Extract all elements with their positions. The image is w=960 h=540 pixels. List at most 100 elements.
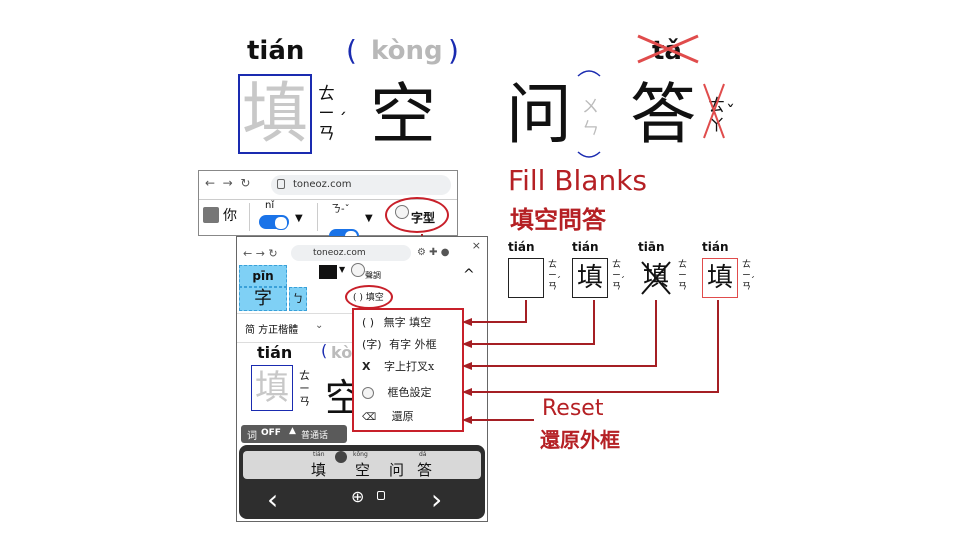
sample-3-tone: ˊ — [750, 276, 755, 287]
shengdiao-label: 聲調 — [365, 271, 381, 280]
sample-0-bopo: ㄊ ㄧ ㄢ — [548, 260, 558, 292]
popup-paren: ( — [321, 341, 328, 360]
hero-char-tian: 填 — [242, 75, 308, 152]
chevron-up-icon[interactable]: ^ — [463, 267, 475, 283]
strip-char-3[interactable]: 答 — [417, 461, 433, 479]
hero-bopo-da-tone: ˇ — [726, 102, 735, 123]
popup-nav-icon[interactable]: ← → ↻ — [243, 247, 278, 260]
edit-icon[interactable] — [335, 451, 347, 463]
reader-control-bar: tián kōng dá 填 空 问 答 ‹ ⊕ › — [239, 445, 485, 519]
tiankong-button[interactable]: ( ) 填空 — [353, 293, 384, 303]
sample-2-box: 填 — [638, 258, 674, 298]
sample-1-tone: ˊ — [620, 276, 625, 287]
popup-url-bar[interactable]: toneoz.com — [291, 245, 411, 261]
popup-palette-icon[interactable] — [351, 263, 365, 277]
font-select[interactable]: 简 方正楷體 — [245, 325, 299, 336]
crossed-pinyin-icon — [637, 34, 699, 64]
ci-label: 词 — [247, 431, 257, 442]
reset-icon: ⌫ — [362, 412, 377, 423]
strip-py-0: tián — [313, 451, 325, 458]
strip-char-2[interactable]: 问 — [389, 461, 405, 479]
bopo-parentheses-icon — [577, 70, 601, 158]
sample-2-py: tiān — [638, 240, 665, 254]
sample-1-box: 填 — [572, 258, 608, 298]
url-text: toneoz.com — [293, 179, 352, 190]
blank-paren-icon: ( ) — [362, 316, 375, 329]
extension-popup: × ← → ↻ toneoz.com ⚙ ✚ ● pīn 字 ㄅ ▼ 聲調 ^ … — [236, 236, 488, 522]
sample-1-bopo: ㄊ ㄧ ㄢ — [612, 260, 622, 292]
strip-py-1: kōng — [353, 451, 368, 458]
sample-0-tone: ˊ — [556, 276, 561, 287]
palette-icon[interactable] — [395, 205, 409, 219]
next-icon[interactable]: › — [431, 483, 443, 516]
strip-py-3: dá — [419, 451, 427, 458]
fill-samples: tián ㄊ ㄧ ㄢ ˊ tián 填 ㄊ ㄧ ㄢ ˊ tiān 填 ㄊ ㄧ ㄢ… — [508, 240, 768, 302]
strip-char-0[interactable]: 填 — [311, 461, 327, 479]
popup-tian-py: tián — [257, 343, 293, 362]
hero-paren-close: ) — [448, 34, 459, 67]
bopo-dropdown-icon[interactable]: ▼ — [365, 213, 373, 224]
reset-subtitle: 還原外框 — [540, 428, 620, 452]
hero-char-da: 答 — [630, 76, 696, 153]
ci-toggle-bar[interactable]: 词 OFF ▲ 普通话 — [241, 425, 347, 443]
pin-label: pīn — [252, 269, 274, 283]
sample-0-py: tián — [508, 240, 535, 254]
sample-3-bopo: ㄊ ㄧ ㄢ — [742, 260, 752, 292]
browser-toolbar-small: ← → ↻ toneoz.com 你 nǐ ▼ ㄋ-ˇ ▼ 字型 — [198, 170, 458, 244]
menu-item-cross[interactable]: X 字上打叉x — [362, 360, 435, 373]
url-bar[interactable]: toneoz.com — [271, 175, 451, 195]
swatch-dropdown-icon[interactable]: ▼ — [339, 265, 346, 274]
sample-2-bopo: ㄊ ㄧ ㄢ — [678, 260, 688, 292]
hero-char-box: 填 — [238, 74, 312, 154]
lock-icon — [277, 179, 285, 189]
pinyin-toggle[interactable] — [259, 215, 289, 230]
reset-title: Reset — [542, 396, 604, 421]
bopo-label: ㄋ-ˇ — [331, 204, 350, 215]
zixing-highlight — [385, 197, 449, 233]
popup-extension-icons[interactable]: ⚙ ✚ ● — [417, 247, 450, 258]
off-label: OFF — [261, 428, 281, 438]
pinyin-dropdown-icon[interactable]: ▼ — [295, 213, 303, 224]
hero-bopo-wen: ㄨ ㄣ — [582, 97, 599, 139]
char-highlight[interactable]: 字 — [239, 287, 287, 311]
you-char: 你 — [223, 208, 237, 224]
prev-icon[interactable]: ‹ — [267, 483, 279, 516]
pinyin-highlight[interactable]: pīn — [239, 265, 287, 287]
fill-blanks-subtitle: 填空問答 — [510, 205, 606, 234]
zoom-icon[interactable]: ⊕ — [351, 487, 365, 506]
sample-3-box: 填 — [702, 258, 738, 298]
menu-item-outline[interactable]: (字) 有字 外框 — [362, 338, 437, 351]
popup-url-text: toneoz.com — [313, 248, 366, 258]
strip-char-1[interactable]: 空 — [355, 461, 371, 479]
sample-1-char: 填 — [576, 263, 603, 293]
sample-3-char: 填 — [706, 263, 733, 293]
menu-item-color[interactable]: 框色設定 — [362, 382, 458, 404]
popup-kong-py: kò — [331, 343, 353, 362]
popup-tian-bopo: ㄊ ㄧ ㄢ — [299, 369, 310, 408]
zi-label: 字 — [254, 288, 272, 309]
outline-paren-icon: (字) — [362, 338, 382, 351]
app-icon[interactable] — [203, 207, 219, 223]
popup-char-box: 填 — [251, 365, 293, 411]
sample-cross-icon — [641, 261, 671, 295]
tiankong-menu: ( ) 無字 填空 (字) 有字 外框 X 字上打叉x 框色設定 ⌫ 還原 — [352, 308, 464, 432]
close-icon[interactable]: × — [471, 239, 481, 252]
sample-0-box — [508, 258, 544, 298]
color-palette-icon — [362, 387, 374, 399]
caret-up-icon: ▲ — [289, 426, 296, 436]
color-swatch[interactable] — [319, 265, 337, 279]
hero-char-kong: 空 — [370, 76, 436, 153]
hero-pinyin-kong: kòng — [371, 36, 443, 66]
lock-icon-small[interactable] — [377, 491, 385, 500]
cross-icon: X — [362, 360, 371, 373]
menu-item-blank[interactable]: ( ) 無字 填空 — [362, 316, 432, 329]
hero-pinyin-tian: tián — [247, 36, 305, 66]
nav-arrows-icon[interactable]: ← → ↻ — [205, 176, 251, 190]
sample-1-py: tián — [572, 240, 599, 254]
hero-paren-open: ( — [346, 34, 357, 67]
font-select-chevron-icon[interactable]: ⌄ — [315, 320, 324, 331]
zixing-button[interactable]: 字型 — [411, 211, 436, 225]
menu-item-reset[interactable]: ⌫ 還原 — [362, 410, 414, 423]
zi-bopo: ㄅ — [289, 287, 307, 311]
